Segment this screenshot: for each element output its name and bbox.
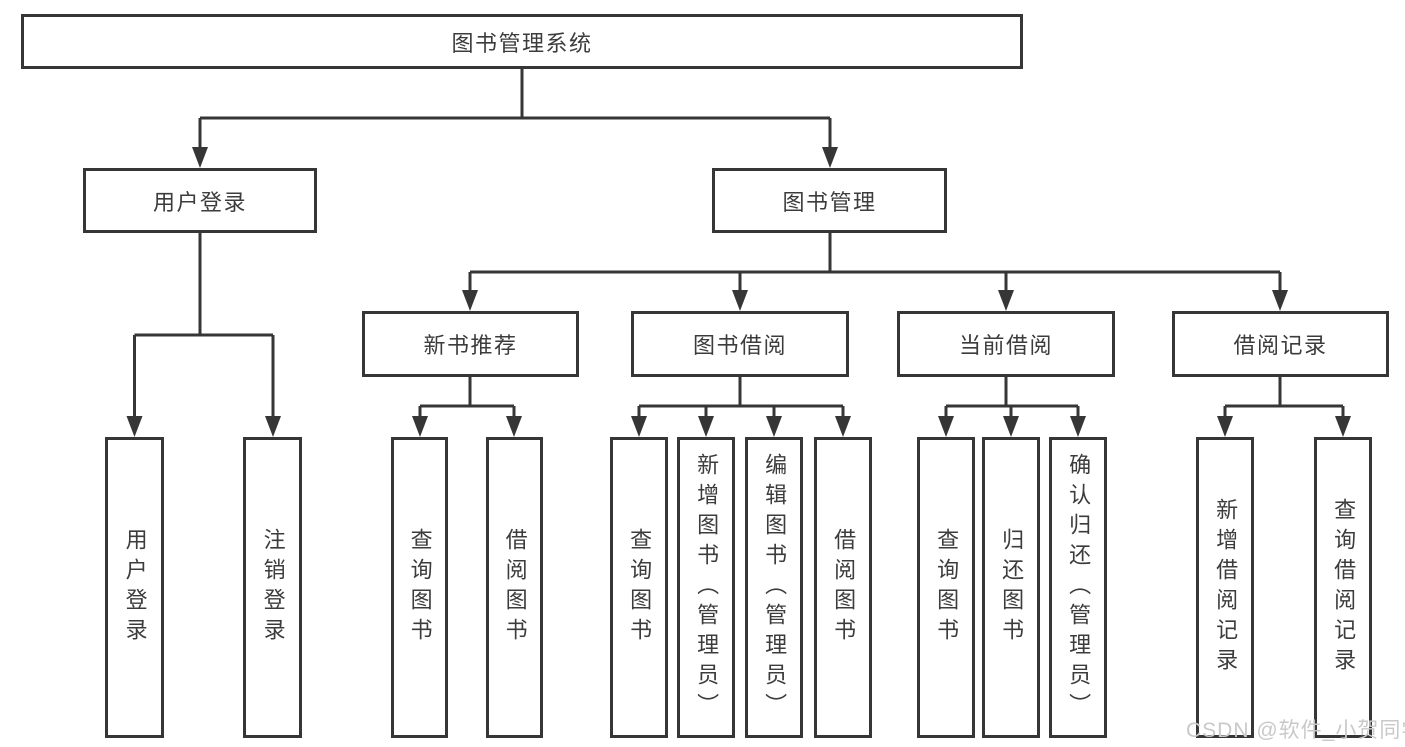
node-label: 新增借阅记录 xyxy=(1213,497,1239,678)
node-label: 新书推荐 xyxy=(423,333,518,358)
arrowhead-icon xyxy=(631,416,851,437)
node-leaf-add-books-admin: 新增图书（管理员） xyxy=(677,437,735,738)
node-label: 图书管理 xyxy=(782,189,877,215)
node-label: 当前借阅 xyxy=(958,333,1053,358)
node-leaf-borrow-books: 借阅图书 xyxy=(814,437,872,738)
arrowhead-icon xyxy=(462,290,1288,311)
node-label: 借阅图书 xyxy=(502,527,528,648)
node-new-book-recommend: 新书推荐 xyxy=(362,311,579,377)
node-label: 编辑图书（管理员） xyxy=(762,452,788,723)
node-label: 确认归还（管理员） xyxy=(1066,452,1092,723)
connector-newbook-to-leaves xyxy=(412,377,522,437)
arrowhead-icon xyxy=(938,416,1086,437)
node-label: 用户登录 xyxy=(122,527,148,648)
node-label: 借阅记录 xyxy=(1233,333,1328,358)
node-label: 图书管理系统 xyxy=(451,30,593,56)
node-label: 查询图书 xyxy=(407,527,433,648)
node-book-borrow: 图书借阅 xyxy=(631,311,849,377)
node-current-borrow: 当前借阅 xyxy=(897,311,1115,377)
node-user-login: 用户登录 xyxy=(83,168,317,233)
connector-borrowrecords-to-leaves xyxy=(1217,377,1351,437)
arrowhead-icon xyxy=(412,416,522,437)
node-leaf-confirm-return-admin: 确认归还（管理员） xyxy=(1049,437,1107,738)
connector-userlogin-to-leaves xyxy=(126,233,281,437)
connector-bookmgmt-to-level3 xyxy=(462,233,1288,311)
node-label: 新增图书（管理员） xyxy=(694,452,720,723)
node-leaf-return-books: 归还图书 xyxy=(982,437,1040,738)
node-label: 查询图书 xyxy=(627,527,653,648)
node-leaf-query-books: 查询图书 xyxy=(917,437,975,738)
node-label: 用户登录 xyxy=(152,189,247,215)
csdn-watermark: CSDN @软件_小贺同学 xyxy=(1186,719,1405,742)
arrowhead-icon xyxy=(126,416,281,437)
node-leaf-borrow-books: 借阅图书 xyxy=(486,437,543,738)
node-book-management-system: 图书管理系统 xyxy=(21,14,1023,69)
node-leaf-add-borrow-record: 新增借阅记录 xyxy=(1196,437,1254,738)
connector-currentborrow-to-leaves xyxy=(938,377,1086,437)
connector-root-to-level2 xyxy=(192,69,838,168)
node-leaf-query-books: 查询图书 xyxy=(391,437,448,738)
node-leaf-edit-books-admin: 编辑图书（管理员） xyxy=(745,437,803,738)
node-label: 注销登录 xyxy=(260,527,286,648)
node-book-management: 图书管理 xyxy=(712,168,947,233)
node-label: 借阅图书 xyxy=(831,527,857,648)
node-label: 查询借阅记录 xyxy=(1331,497,1357,678)
node-leaf-logout: 注销登录 xyxy=(243,437,302,738)
node-leaf-query-books: 查询图书 xyxy=(610,437,668,738)
node-label: 查询图书 xyxy=(934,527,960,648)
connector-bookborrow-to-leaves xyxy=(631,377,851,437)
arrowhead-icon xyxy=(192,147,838,168)
arrowhead-icon xyxy=(1217,416,1351,437)
node-label: 图书借阅 xyxy=(692,333,787,358)
node-leaf-user-login: 用户登录 xyxy=(105,437,164,738)
node-leaf-query-borrow-record: 查询借阅记录 xyxy=(1314,437,1372,738)
node-label: 归还图书 xyxy=(999,527,1025,648)
node-borrow-records: 借阅记录 xyxy=(1172,311,1389,377)
